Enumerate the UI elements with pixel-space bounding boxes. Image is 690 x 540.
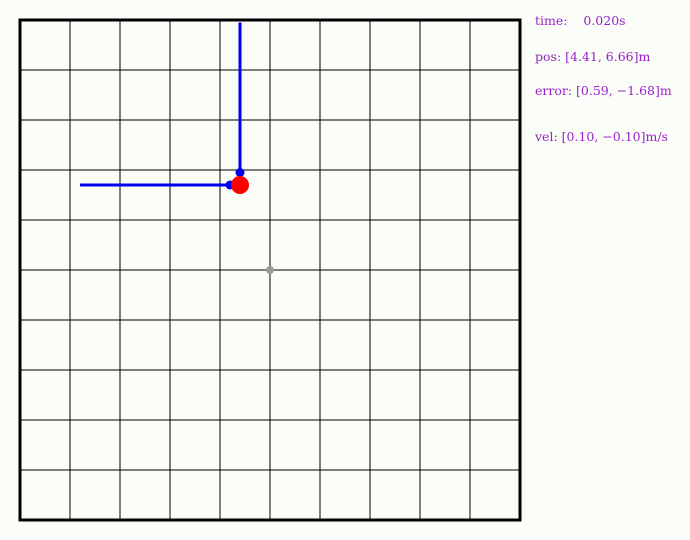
position-readout: pos: [4.41, 6.66]m (535, 49, 651, 64)
velocity-readout: vel: [0.10, −0.10]m/s (535, 129, 668, 144)
robot-marker (231, 176, 249, 194)
target-marker (266, 266, 274, 274)
vertical-force-line-tip (235, 168, 245, 177)
time-readout: time: 0.020s (535, 13, 626, 28)
error-readout: error: [0.59, −1.68]m (535, 83, 672, 98)
world-border (18, 18, 522, 522)
